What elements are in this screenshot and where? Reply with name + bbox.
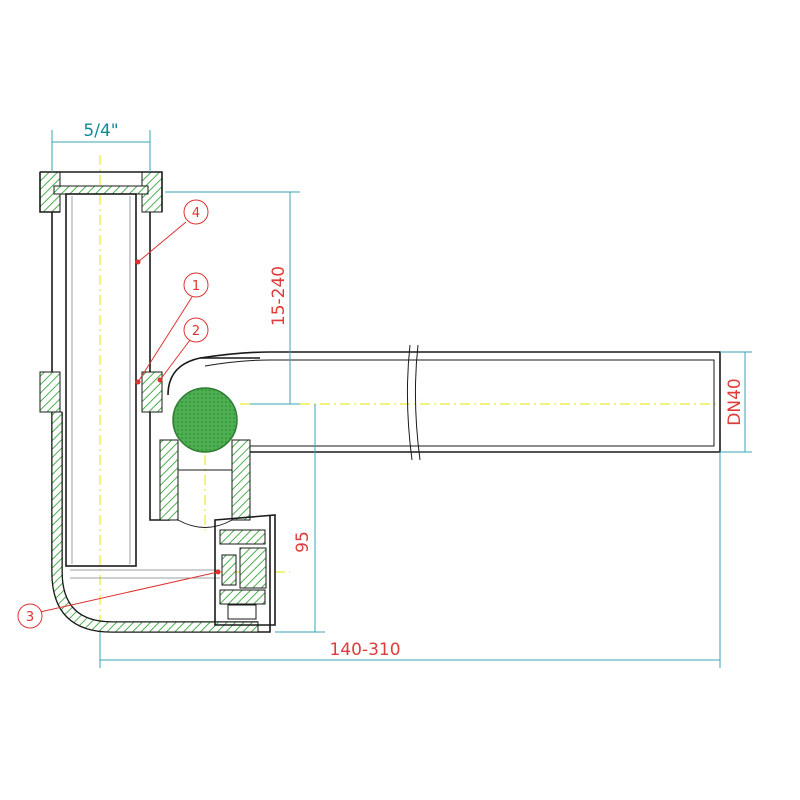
length-range-label: 140-310 xyxy=(329,640,400,660)
callout-2: 2 xyxy=(157,317,209,383)
dimension-height: 15-240 xyxy=(165,191,300,405)
siphon-body xyxy=(39,212,271,633)
outlet-pipe xyxy=(199,344,721,470)
height-range-label: 15-240 xyxy=(269,266,289,326)
callout-3-label: 3 xyxy=(26,610,34,625)
dimension-thread: 5/4" xyxy=(51,121,151,172)
callout-2-label: 2 xyxy=(192,324,200,339)
valve-chamber xyxy=(159,357,260,528)
thread-size-label: 5/4" xyxy=(83,121,118,141)
top-nut xyxy=(39,171,163,213)
cleanout-cap xyxy=(214,514,276,626)
dimension-drop: 95 xyxy=(275,404,325,633)
callout-3: 3 xyxy=(17,569,221,629)
callout-1: 1 xyxy=(135,272,209,385)
dimension-length: 140-310 xyxy=(99,452,721,668)
valve-ball xyxy=(172,387,238,453)
immersion-tube xyxy=(65,193,137,567)
outlet-size-label: DN40 xyxy=(725,378,745,425)
callout-4-label: 4 xyxy=(192,206,200,221)
callout-1-label: 1 xyxy=(192,279,200,294)
callout-4: 4 xyxy=(135,199,209,265)
dimension-outlet: DN40 xyxy=(720,351,752,453)
drop-height-label: 95 xyxy=(293,531,313,553)
